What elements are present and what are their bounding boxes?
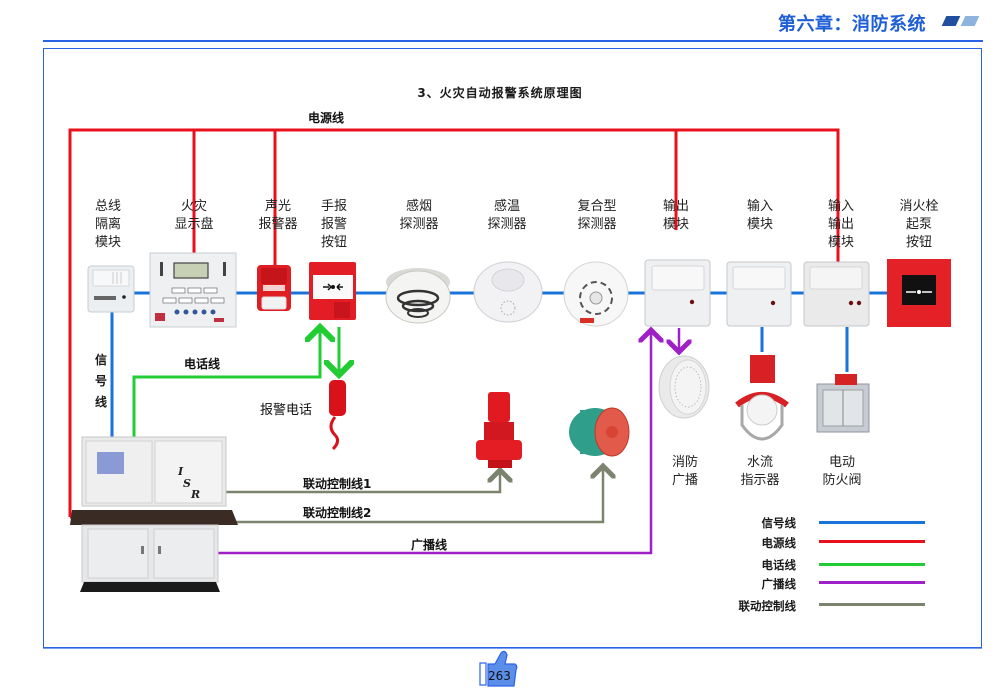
- legend-label-broadcast: 广播线: [761, 577, 797, 591]
- label-line: 报警: [320, 217, 347, 232]
- label-line: 报警器: [258, 217, 298, 232]
- label-line: 火灾: [180, 199, 207, 214]
- label-line: 按钮: [905, 235, 932, 250]
- label-output-module: 输出 模块: [641, 198, 711, 234]
- label-bus-isolation-module: 总线 隔离 模块: [73, 198, 143, 252]
- label-sound-light-alarm: 声光 报警器: [243, 198, 313, 234]
- legend-label-power: 电源线: [761, 536, 797, 550]
- broadcast-line-label: 广播线: [411, 538, 448, 552]
- label-line: 按钮: [320, 235, 347, 250]
- page-number: 263: [488, 669, 511, 683]
- label-line: 显示盘: [174, 217, 214, 232]
- label-char: 信: [94, 353, 107, 367]
- label-line: 总线: [94, 199, 121, 214]
- label-water-flow-indicator: 水流 指示器: [725, 454, 795, 490]
- linkage-line-1-label: 联动控制线1: [303, 477, 372, 491]
- output-module-device[interactable]: [644, 259, 711, 327]
- smoke-detector-device[interactable]: [385, 268, 451, 324]
- thumbs-up-icon: [43, 647, 982, 687]
- label-line: 感烟: [405, 199, 432, 214]
- legend-line-power: [819, 540, 925, 543]
- alarm-phone-label: 报警电话: [260, 403, 313, 418]
- legend-line-broadcast: [819, 581, 925, 584]
- label-fire-broadcast: 消防 广播: [650, 454, 720, 490]
- signal-line-vertical-label: 信 号 线: [94, 350, 108, 413]
- label-line: 探测器: [487, 217, 527, 232]
- power-line-label: 电源线: [308, 111, 345, 125]
- legend-label-phone: 电话线: [761, 558, 797, 572]
- bus-isolation-module-device[interactable]: [87, 265, 135, 313]
- label-line: 输出: [662, 199, 689, 214]
- label-line: 消火栓: [899, 199, 939, 214]
- alarm-phone-device[interactable]: [329, 380, 346, 451]
- label-input-module: 输入 模块: [725, 198, 795, 234]
- label-line: 探测器: [577, 217, 617, 232]
- label-line: 输出: [827, 217, 854, 232]
- manual-alarm-button-device[interactable]: [309, 262, 356, 320]
- fire-display-panel-device[interactable]: [149, 252, 237, 328]
- label-line: 探测器: [399, 217, 439, 232]
- svg-text:R: R: [190, 488, 200, 501]
- label-line: 广播: [671, 473, 698, 488]
- label-composite-detector: 复合型 探测器: [562, 198, 632, 234]
- fire-pump-device[interactable]: [476, 392, 522, 468]
- label-electric-fire-damper: 电动 防火阀: [807, 454, 877, 490]
- chapter-title: 第六章：消防系统: [778, 14, 926, 35]
- broadcast-line: [193, 328, 679, 555]
- electric-fire-damper-device[interactable]: [816, 374, 870, 433]
- label-line: 模块: [746, 217, 773, 232]
- legend-line-signal: [819, 521, 925, 524]
- header-rule: [43, 40, 983, 42]
- composite-detector-device[interactable]: [563, 261, 629, 327]
- legend-label-signal: 信号线: [761, 516, 797, 530]
- label-char: 线: [94, 395, 107, 409]
- svg-text:S: S: [183, 477, 191, 490]
- label-line: 水流: [746, 455, 773, 470]
- hydrant-pump-button-device[interactable]: [887, 259, 951, 327]
- label-fire-display-panel: 火灾 显示盘: [159, 198, 229, 234]
- diagram-title: 3、火灾自动报警系统原理图: [417, 86, 583, 100]
- legend-line-linkage: [819, 603, 925, 606]
- heat-detector-device[interactable]: [473, 261, 543, 323]
- axial-fan-device[interactable]: [569, 407, 630, 457]
- water-flow-indicator-device[interactable]: [735, 355, 789, 441]
- fire-alarm-controller-device[interactable]: I S R: [70, 436, 238, 592]
- label-line: 防火阀: [822, 473, 862, 488]
- label-line: 电动: [828, 455, 855, 470]
- label-line: 手报: [320, 199, 347, 214]
- linkage-control-lines: [224, 466, 603, 524]
- label-io-module: 输入 输出 模块: [806, 198, 876, 252]
- label-line: 输入: [746, 199, 773, 214]
- label-line: 感温: [493, 199, 520, 214]
- label-heat-detector: 感温 探测器: [472, 198, 542, 234]
- label-line: 模块: [94, 235, 121, 250]
- linkage-line-2-label: 联动控制线2: [303, 506, 372, 520]
- label-line: 消防: [671, 455, 698, 470]
- phone-line: [132, 327, 339, 437]
- label-line: 模块: [662, 217, 689, 232]
- legend-line-phone: [819, 563, 925, 566]
- label-manual-alarm-button: 手报 报警 按钮: [299, 198, 369, 252]
- io-module-device[interactable]: [803, 261, 870, 327]
- sound-light-alarm-device[interactable]: [257, 265, 291, 311]
- label-line: 输入: [827, 199, 854, 214]
- label-line: 指示器: [740, 473, 780, 488]
- label-hydrant-pump-button: 消火栓 起泵 按钮: [884, 198, 954, 252]
- legend-label-linkage: 联动控制线: [738, 599, 797, 613]
- label-line: 模块: [827, 235, 854, 250]
- label-smoke-detector: 感烟 探测器: [384, 198, 454, 234]
- phone-line-label: 电话线: [184, 357, 221, 371]
- label-char: 号: [94, 374, 107, 388]
- label-line: 复合型: [577, 199, 617, 214]
- label-line: 声光: [264, 199, 291, 214]
- broadcast-speaker-device[interactable]: [658, 355, 710, 419]
- label-line: 起泵: [905, 217, 932, 232]
- svg-text:I: I: [177, 465, 184, 478]
- label-line: 隔离: [94, 217, 121, 232]
- input-module-device[interactable]: [726, 261, 792, 327]
